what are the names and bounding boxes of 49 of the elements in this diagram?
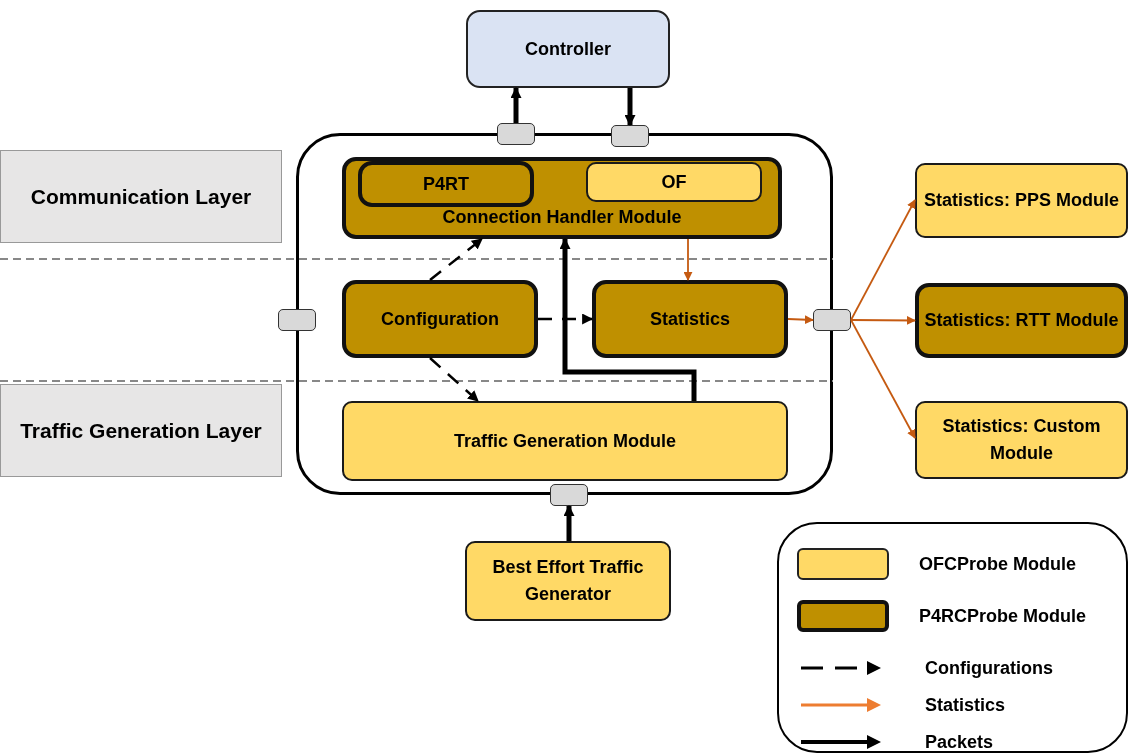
arrow <box>850 319 916 439</box>
legend-label: Configurations <box>925 657 1053 680</box>
arrow <box>787 315 814 325</box>
node-label: Best Effort Traffic Generator <box>491 556 645 606</box>
arrow <box>683 238 693 281</box>
node-label: Statistics: PPS Module <box>922 189 1120 212</box>
node-label: P4RT <box>422 172 470 196</box>
process-box <box>465 541 671 621</box>
port-box <box>550 484 588 506</box>
module-box <box>342 157 782 239</box>
arrow <box>850 315 916 325</box>
legend-label: Statistics <box>925 694 1006 717</box>
thick-arrow <box>624 88 636 127</box>
module-box <box>342 401 788 481</box>
device-container <box>296 133 833 495</box>
dashed-arrow <box>429 357 479 402</box>
legend-label: P4RCProbe Module <box>919 605 1087 628</box>
thick-arrow <box>559 237 697 401</box>
node-label: OF <box>660 170 688 194</box>
port-box <box>611 125 649 147</box>
module-box <box>342 280 538 358</box>
port-box <box>278 309 316 331</box>
dashed-arrow <box>538 313 594 325</box>
node-label: Traffic Generation Layer <box>19 417 263 444</box>
dashed-arrow <box>429 238 483 281</box>
node-label: Communication Layer <box>29 183 253 210</box>
module-box <box>592 280 788 358</box>
layer-label-box <box>0 384 282 477</box>
module-box <box>358 161 534 207</box>
module-box <box>586 162 762 202</box>
module-box <box>915 283 1128 358</box>
thick-arrow <box>510 86 522 123</box>
layer-label-box <box>0 150 282 243</box>
thick-arrow <box>563 504 575 541</box>
port-box <box>813 309 851 331</box>
module-box <box>915 163 1128 238</box>
process-box <box>466 10 670 88</box>
node-label: Configuration <box>380 307 500 331</box>
node-label: Traffic Generation Module <box>453 429 677 453</box>
node-label: Statistics <box>648 307 731 331</box>
node-label: Connection Handler Module <box>441 206 683 229</box>
legend-label: OFCProbe Module <box>919 553 1076 576</box>
module-box <box>915 401 1128 479</box>
node-label: Statistics: Custom Module <box>941 415 1102 465</box>
node-label: Controller <box>524 37 612 61</box>
port-box <box>497 123 535 145</box>
legend-label: Packets <box>925 731 994 754</box>
arrow <box>850 199 916 321</box>
node-label: Statistics: RTT Module <box>923 309 1120 332</box>
